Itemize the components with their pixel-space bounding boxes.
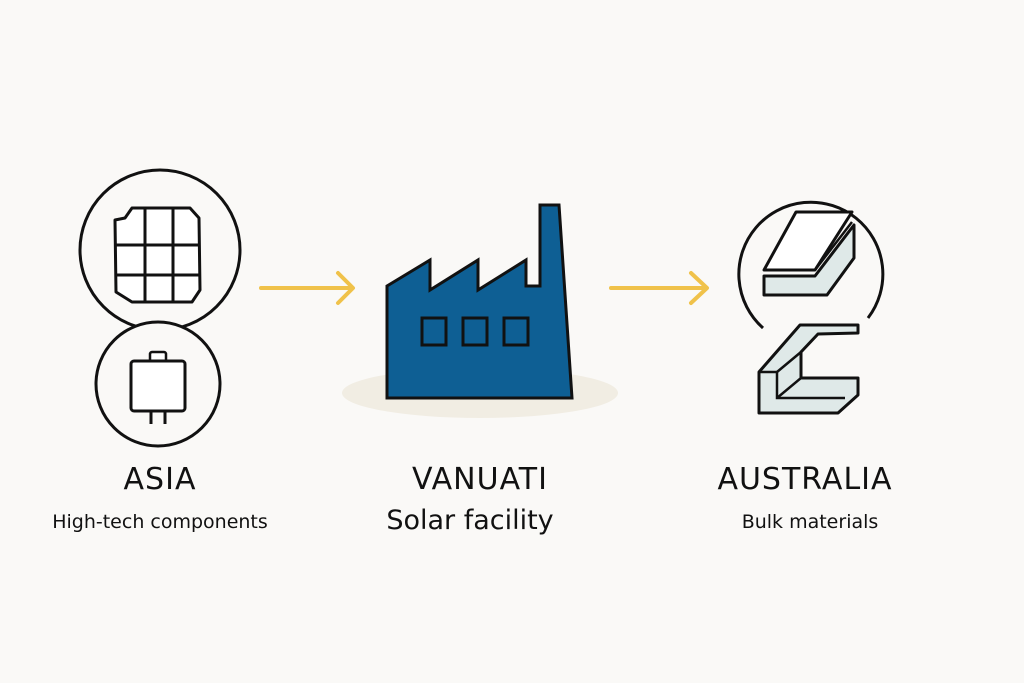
node-title-australia: AUSTRALIA [717,462,893,497]
node-title-asia: ASIA [123,462,197,497]
node-subtitle-australia: Bulk materials [741,511,879,533]
node-subtitle-asia: High-tech components [52,511,268,533]
node-title-vanuatu: VANUATI [412,462,548,497]
node-subtitle-vanuatu: Solar facility [386,505,554,536]
